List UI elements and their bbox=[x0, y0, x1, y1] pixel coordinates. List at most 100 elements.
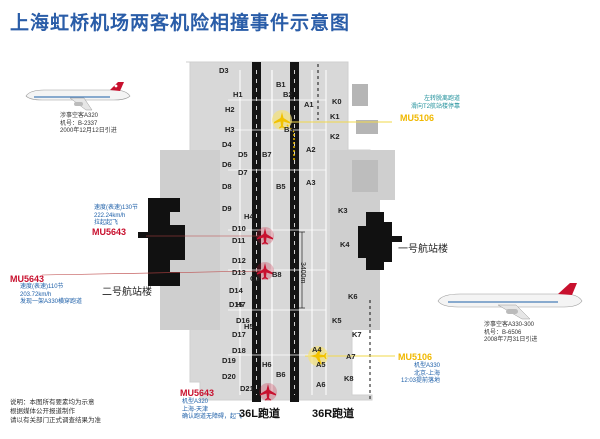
terminal-1-building bbox=[358, 212, 392, 270]
taxi-B6: B6 bbox=[276, 370, 286, 379]
taxi-D4: D4 bbox=[222, 140, 232, 149]
plane-a320-model: 涉事空客A320 bbox=[60, 113, 99, 119]
taxi-H7: H7 bbox=[236, 300, 246, 309]
taxi-K7: K7 bbox=[352, 330, 362, 339]
mu5643-b-annotation: 速度(表速)110节 203.72km/h 发现一架A330横穿跑道 bbox=[20, 284, 82, 307]
taxi-A2: A2 bbox=[306, 145, 316, 154]
mu5106-bottom-plane-icon bbox=[310, 348, 327, 364]
plane-a330-date: 2008年7月31日引进 bbox=[484, 337, 538, 343]
terminal-2-label: 二号航站楼 bbox=[102, 287, 152, 298]
taxi-K1: K1 bbox=[330, 112, 340, 121]
terminal-1-label: 一号航站楼 bbox=[398, 244, 448, 255]
mu5643-c-flight: MU5643 bbox=[180, 388, 215, 398]
taxi-K5: K5 bbox=[332, 316, 342, 325]
taxi-A4: A4 bbox=[312, 345, 322, 354]
mu5643-a-desc-2: 222.24km/h bbox=[94, 212, 126, 219]
taxi-D6: D6 bbox=[222, 160, 232, 169]
taxi-D15: D15 bbox=[229, 300, 243, 309]
taxi-C3: C3 bbox=[250, 274, 260, 283]
taxi-D10: D10 bbox=[232, 224, 246, 233]
plane-a320-info: 涉事空客A320 机号：B-2337 2000年12月12日引进 bbox=[60, 113, 117, 136]
taxi-D18: D18 bbox=[232, 346, 246, 355]
taxi-D13: D13 bbox=[232, 268, 246, 277]
taxi-B8: B8 bbox=[272, 270, 282, 279]
mu5643-a-annotation: 速度(表速)130节 222.24km/h 拉起起飞 bbox=[94, 205, 138, 228]
mu5643-a-flight: MU5643 bbox=[92, 227, 127, 237]
taxi-H4: H4 bbox=[244, 212, 254, 221]
mu5106-bottom-desc-3: 12:03提前落地 bbox=[400, 378, 440, 384]
taxi-D19: D19 bbox=[222, 356, 236, 365]
mu5643-pos-2-icon bbox=[257, 263, 273, 280]
taxi-A6: A6 bbox=[316, 380, 326, 389]
mu5106-bottom-flight: MU5106 bbox=[398, 352, 433, 362]
plane-a320-reg: 机号：B-2337 bbox=[60, 120, 98, 127]
taxi-B2: B2 bbox=[283, 90, 293, 99]
taxi-K2: K2 bbox=[330, 132, 340, 141]
mu5106-top-plane-icon bbox=[274, 112, 290, 129]
mu5643-b-desc-1: 速度(表速)110节 bbox=[20, 284, 64, 290]
taxi-K3: K3 bbox=[338, 206, 348, 215]
disclaimer-line-3: 请以有关部门正式调查结果为准 bbox=[10, 417, 101, 424]
taxi-H1: H1 bbox=[233, 90, 243, 99]
taxi-K4: K4 bbox=[340, 240, 350, 249]
page-title: 上海虹桥机场两客机险相撞事件示意图 bbox=[10, 13, 351, 34]
mu5106-bottom-annotation: 机型A330 北京-上海 12:03提前落地 bbox=[400, 363, 440, 386]
mu5643-c-desc-3: 确认跑道无障碍，起飞 bbox=[182, 414, 243, 420]
taxi-B1: B1 bbox=[276, 80, 286, 89]
taxi-B5: B5 bbox=[276, 182, 286, 191]
mu5106-top-desc-2: 滑向T2航站楼停靠 bbox=[410, 103, 460, 110]
mu5106-top-annotation: 左转脱离跑道 滑向T2航站楼停靠 bbox=[392, 96, 460, 111]
plane-a330-info: 涉事空客A330-300 机号：B-6506 2008年7月31日引进 bbox=[484, 322, 537, 345]
taxi-D12: D12 bbox=[232, 256, 246, 265]
plane-a330-reg: 机号：B-6506 bbox=[484, 329, 522, 336]
mu5643-pos-3-icon bbox=[260, 384, 276, 401]
taxi-K6: K6 bbox=[348, 292, 358, 301]
taxi-D7: D7 bbox=[238, 168, 248, 177]
runway-36r-label: 36R跑道 bbox=[312, 408, 355, 420]
taxi-H5: H5 bbox=[244, 322, 254, 331]
taxi-A1: A1 bbox=[304, 100, 314, 109]
taxi-D20: D20 bbox=[222, 372, 236, 381]
taxi-D21: D21 bbox=[240, 384, 254, 393]
mu5106-bottom-desc-1: 机型A330 bbox=[413, 363, 440, 369]
mu5643-b-desc-2: 203.72km/h bbox=[20, 291, 52, 298]
distance-label: 3400m bbox=[299, 262, 306, 284]
mu5106-top-desc-1: 左转脱离跑道 bbox=[423, 96, 460, 102]
taxi-D3: D3 bbox=[219, 66, 229, 75]
mu5106-top-flight: MU5106 bbox=[400, 113, 435, 123]
taxi-K0: K0 bbox=[332, 97, 342, 106]
mu5643-b-desc-3: 发现一架A330横穿跑道 bbox=[20, 299, 83, 305]
taxi-H3: H3 bbox=[225, 125, 235, 134]
taxi-A5: A5 bbox=[316, 360, 326, 369]
taxi-D16: D16 bbox=[236, 316, 250, 325]
mu5643-c-annotation: 机型A320 上海-天津 确认跑道无障碍，起飞 bbox=[182, 399, 242, 422]
taxi-D11: D11 bbox=[232, 236, 246, 245]
terminal-2-building bbox=[148, 198, 185, 286]
taxi-D8: D8 bbox=[222, 182, 232, 191]
disclaimer-note: 说明：本图所有要素均为示意 根据媒体公开报道制作 请以有关部门正式调查结果为准 bbox=[10, 398, 101, 425]
mu5643-a-desc-3: 拉起起飞 bbox=[94, 220, 119, 226]
disclaimer-line-1: 说明：本图所有要素均为示意 bbox=[10, 399, 95, 406]
a330-illustration bbox=[437, 283, 583, 320]
mu5643-c-desc-1: 机型A320 bbox=[182, 399, 209, 405]
a320-illustration bbox=[25, 82, 131, 111]
taxi-A7: A7 bbox=[346, 352, 356, 361]
taxi-D9: D9 bbox=[222, 204, 232, 213]
plane-a320-date: 2000年12月12日引进 bbox=[60, 128, 117, 134]
taxi-K8: K8 bbox=[344, 374, 354, 383]
taxi-D14: D14 bbox=[229, 286, 243, 295]
mu5106-bottom-desc-2: 北京-上海 bbox=[414, 370, 440, 377]
taxi-D5: D5 bbox=[238, 150, 248, 159]
taxi-H6: H6 bbox=[262, 360, 272, 369]
mu5643-b-flight: MU5643 bbox=[10, 274, 45, 284]
mu5643-pos-1-icon bbox=[257, 228, 273, 245]
taxi-H2: H2 bbox=[225, 105, 235, 114]
taxi-B3: B3 bbox=[284, 125, 294, 134]
disclaimer-line-2: 根据媒体公开报道制作 bbox=[10, 408, 75, 415]
plane-a330-model: 涉事空客A330-300 bbox=[484, 322, 535, 328]
mu5643-c-desc-2: 上海-天津 bbox=[182, 406, 208, 413]
taxi-D17: D17 bbox=[232, 330, 246, 339]
taxi-B7: B7 bbox=[262, 150, 272, 159]
taxi-A3: A3 bbox=[306, 178, 316, 187]
